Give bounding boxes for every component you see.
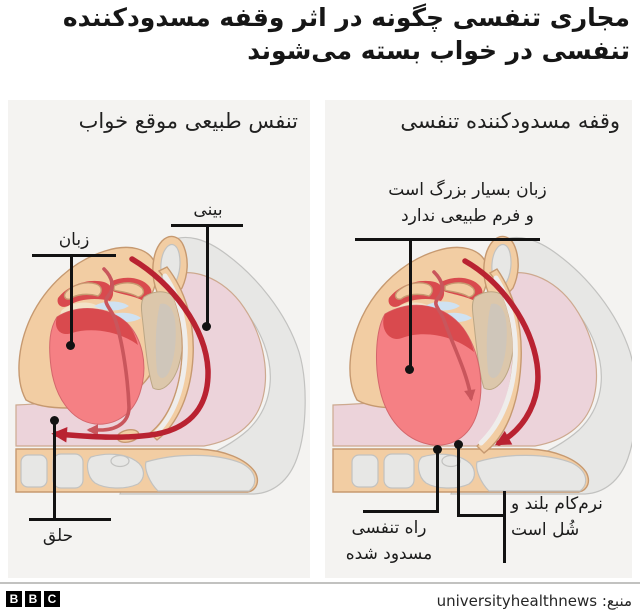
hyoid-shape bbox=[110, 454, 130, 468]
label-nose: بینی bbox=[193, 200, 223, 220]
bbc-logo-block: B bbox=[25, 591, 41, 607]
vertebra-shape bbox=[52, 453, 84, 489]
tongue-crest-shape bbox=[383, 305, 474, 352]
leader-line bbox=[363, 510, 439, 513]
leader-line bbox=[32, 254, 116, 257]
label-tongue: زبان bbox=[58, 230, 90, 250]
leader-line bbox=[457, 514, 505, 517]
anatomy-normal-airway bbox=[15, 235, 306, 495]
vertebra-shape bbox=[351, 454, 379, 488]
leader-dot bbox=[202, 322, 211, 331]
vertebra-shape bbox=[20, 454, 48, 488]
hyoid-shape bbox=[441, 454, 461, 468]
bbc-logo: B B C bbox=[6, 591, 60, 607]
palate-streak-shape bbox=[155, 303, 176, 378]
panel-normal-breathing: تنفس طبیعی موقع خواب bbox=[8, 100, 310, 578]
panel-obstructive-apnea: وقفه مسدودکننده تنفسی bbox=[325, 100, 632, 578]
leader-line bbox=[206, 224, 209, 328]
leader-line bbox=[409, 238, 412, 370]
leader-dot bbox=[50, 416, 59, 425]
leader-line bbox=[53, 421, 56, 520]
vertebra-shape bbox=[383, 453, 415, 489]
bbc-logo-block: B bbox=[6, 591, 22, 607]
palate-ridge-shape bbox=[113, 282, 145, 298]
jaw-bone-shape bbox=[145, 454, 256, 492]
label-blocked-airway: راه تنفسی مسدود شده bbox=[345, 518, 433, 564]
leader-line bbox=[355, 238, 540, 241]
palate-ridge-shape bbox=[63, 282, 102, 300]
leader-dot bbox=[66, 341, 75, 350]
palate-ridge-shape bbox=[444, 282, 476, 298]
leader-dot bbox=[405, 365, 414, 374]
source-prefix: منبع: bbox=[601, 592, 632, 610]
leader-line bbox=[503, 491, 506, 563]
panel-apnea-heading: وقفه مسدودکننده تنفسی bbox=[400, 109, 620, 133]
nose-airflow-blocked-arrow bbox=[462, 258, 541, 446]
leader-dot bbox=[433, 445, 442, 454]
palate-ridge-shape bbox=[394, 282, 433, 300]
anatomy-blocked-airway bbox=[332, 235, 632, 495]
bbc-logo-block: C bbox=[44, 591, 60, 607]
source-credit: منبع: universityhealthnews bbox=[437, 592, 632, 610]
panel-normal-heading: تنفس طبیعی موقع خواب bbox=[78, 109, 298, 133]
palate-streak-shape bbox=[486, 303, 507, 378]
label-throat: حلق bbox=[42, 526, 74, 546]
leader-line bbox=[29, 518, 111, 521]
nose-airflow-arrow bbox=[51, 256, 211, 443]
leader-line bbox=[436, 450, 439, 512]
leader-line bbox=[457, 445, 460, 517]
label-soft-palate: نرم‌کام بلند و شُل است bbox=[511, 494, 603, 540]
jaw-bone-shape bbox=[476, 454, 587, 492]
source-name: universityhealthnews bbox=[436, 592, 598, 610]
footer-divider bbox=[0, 582, 640, 584]
leader-line bbox=[70, 254, 73, 346]
leader-dot bbox=[454, 440, 463, 449]
tongue-crest-shape bbox=[55, 308, 138, 345]
mouth-airflow-arrow bbox=[86, 267, 131, 436]
cartilage-shape bbox=[94, 301, 129, 311]
label-enlarged-tongue: زبان بسیار بزرگ است و فرم طبیعی ندارد bbox=[388, 180, 547, 226]
mouth-airflow-blocked-arrow bbox=[432, 270, 476, 402]
page-title: مجاری تنفسی چگونه در اثر وقفه مسدودکننده… bbox=[62, 3, 630, 65]
